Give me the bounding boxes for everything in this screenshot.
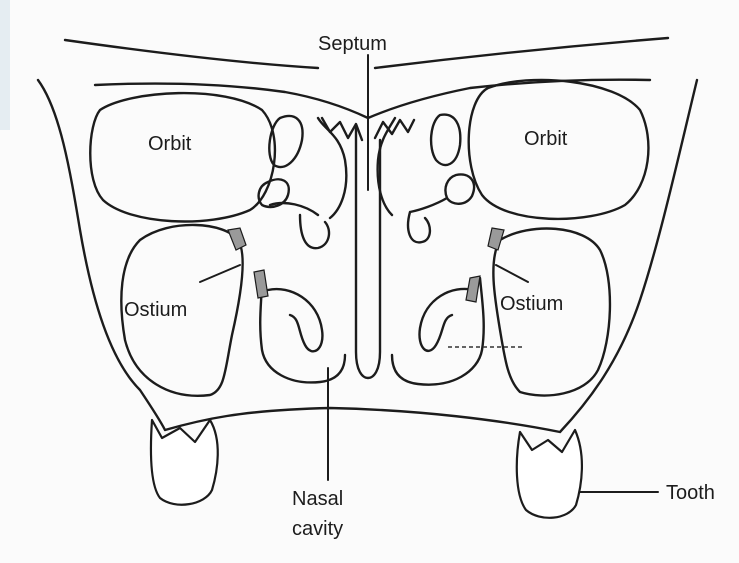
nasal-cavity-label-line2: cavity: [292, 518, 343, 540]
right-ostium-label: Ostium: [500, 293, 563, 315]
right-lower-ostium: [466, 276, 480, 302]
left-ostium-label: Ostium: [124, 299, 187, 321]
left-middle-turbinate: [270, 118, 346, 248]
left-lower-ostium: [254, 270, 268, 298]
scan-tint: [0, 0, 10, 130]
left-upper-ostium: [228, 228, 246, 250]
right-middle-turbinate: [378, 118, 447, 242]
left-inferior-turbinate: [260, 278, 345, 382]
right-upper-ostium: [488, 228, 504, 250]
left-orbit: [90, 93, 275, 221]
right-orbit-label: Orbit: [524, 128, 568, 150]
septum-label: Septum: [318, 33, 387, 55]
left-ostium-leader: [200, 265, 240, 282]
tooth-label: Tooth: [666, 482, 715, 504]
right-ostium-leader: [496, 265, 528, 282]
left-tooth: [151, 420, 218, 505]
right-ethmoid-cells: [431, 115, 474, 204]
left-orbit-label: Orbit: [148, 133, 192, 155]
ethmoid-roof: [95, 80, 650, 118]
right-tooth: [517, 430, 582, 518]
nasal-cavity-label-line1: Nasal: [292, 488, 343, 510]
